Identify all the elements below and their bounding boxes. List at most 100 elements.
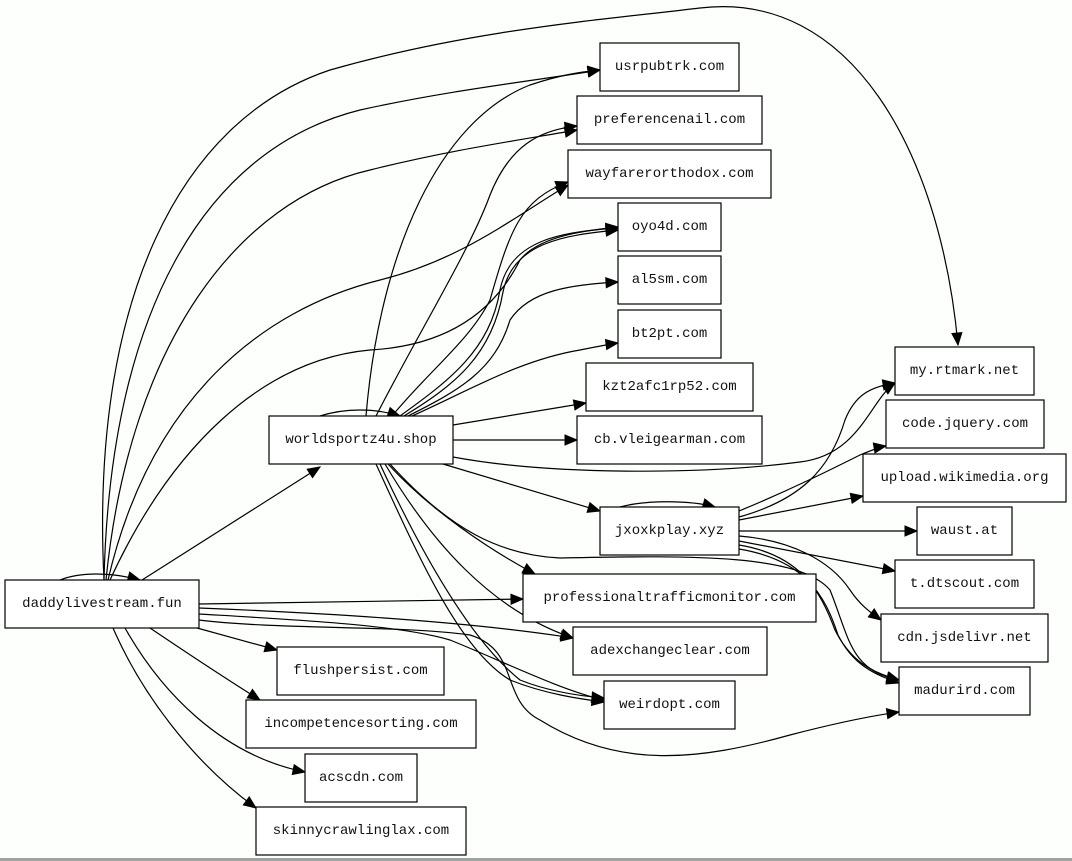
node-uploadwikimedia[interactable]: upload.wikimedia.org <box>862 453 1067 503</box>
node-box[interactable] <box>276 646 445 696</box>
node-wayfarerorthodox[interactable]: wayfarerorthodox.com <box>567 149 772 199</box>
edge-worldsportz4u-to-al5sm <box>407 277 620 417</box>
edge-worldsportz4u-to-kzt2afc1rp52 <box>452 399 588 426</box>
node-kzt2afc1rp52[interactable]: kzt2afc1rp52.com <box>585 362 754 412</box>
node-label: weirdopt.com <box>619 697 720 713</box>
edge-daddylivestream-to-oyo4d <box>109 222 620 581</box>
node-box[interactable] <box>585 362 754 412</box>
node-preferencenail[interactable]: preferencenail.com <box>576 95 763 145</box>
node-cdnjsdelivr[interactable]: cdn.jsdelivr.net <box>880 613 1049 663</box>
edge-line <box>107 184 569 581</box>
node-box[interactable] <box>617 255 722 305</box>
node-box[interactable] <box>599 506 740 556</box>
node-box[interactable] <box>898 666 1031 716</box>
node-myrtmark[interactable]: my.rtmark.net <box>894 346 1035 396</box>
arrowhead-icon <box>246 688 262 701</box>
node-oyo4d[interactable]: oyo4d.com <box>617 202 722 252</box>
node-skinnycrawlinglax[interactable]: skinnycrawlinglax.com <box>255 806 467 856</box>
node-bt2pt[interactable]: bt2pt.com <box>617 309 722 359</box>
edge-line <box>452 382 896 472</box>
node-waustat[interactable]: waust.at <box>916 506 1013 556</box>
node-jxoxkplay[interactable]: jxoxkplay.xyz <box>599 506 740 556</box>
node-box[interactable] <box>576 95 763 145</box>
node-label: preferencenail.com <box>594 112 745 128</box>
node-box[interactable] <box>268 415 454 465</box>
node-label: worldsportz4u.shop <box>285 432 436 448</box>
edge-line <box>738 535 882 621</box>
edge-line <box>389 463 900 681</box>
edge-line <box>387 463 536 575</box>
node-box[interactable] <box>576 415 763 465</box>
edge-worldsportz4u-to-weirdopt <box>375 463 606 707</box>
node-box[interactable] <box>255 806 467 856</box>
node-label: cdn.jsdelivr.net <box>897 630 1031 646</box>
node-weirdopt[interactable]: weirdopt.com <box>603 680 736 730</box>
bottom-divider <box>0 858 1072 861</box>
node-box[interactable] <box>862 453 1067 503</box>
node-box[interactable] <box>245 699 477 749</box>
edge-line <box>141 466 321 581</box>
edge-worldsportz4u-to-professionaltrafficmonitor <box>387 463 537 575</box>
edge-jxoxkplay-to-tdtscout <box>738 540 897 575</box>
node-box[interactable] <box>880 613 1049 663</box>
arrowhead-icon <box>564 434 579 446</box>
node-adexchangeclear[interactable]: adexchangeclear.com <box>572 626 768 676</box>
node-box[interactable] <box>572 626 768 676</box>
edge-jxoxkplay-to-waustat <box>739 525 919 537</box>
node-box[interactable] <box>304 753 418 803</box>
node-box[interactable] <box>894 346 1035 396</box>
node-box[interactable] <box>4 579 200 629</box>
edge-line <box>738 544 900 681</box>
node-acscdn[interactable]: acscdn.com <box>304 753 418 803</box>
edge-line <box>442 463 601 512</box>
edge-line <box>452 402 587 426</box>
node-box[interactable] <box>885 399 1045 449</box>
node-incompetencesorting[interactable]: incompetencesorting.com <box>245 699 477 749</box>
edge-worldsportz4u-to-oyo4d <box>403 225 620 417</box>
node-tdtscout[interactable]: t.dtscout.com <box>894 559 1035 609</box>
node-professionaltrafficmonitor[interactable]: professionaltrafficmonitor.com <box>522 573 817 623</box>
edge-line <box>738 540 896 572</box>
node-codejquery[interactable]: code.jquery.com <box>885 399 1045 449</box>
node-box[interactable] <box>567 149 772 199</box>
node-box[interactable] <box>603 680 736 730</box>
node-box[interactable] <box>522 573 817 623</box>
node-label: waust.at <box>931 523 998 539</box>
edge-line <box>149 627 261 701</box>
edge-line <box>399 227 619 417</box>
node-al5sm[interactable]: al5sm.com <box>617 255 722 305</box>
arrowhead-icon <box>881 562 897 575</box>
edge-line <box>124 627 306 773</box>
node-label: wayfarerorthodox.com <box>585 166 753 182</box>
arrowhead-icon <box>867 607 883 621</box>
edge-worldsportz4u-to-adexchangeclear <box>384 463 575 640</box>
edge-line <box>375 463 605 703</box>
nodes-layer: daddylivestream.fun worldsportz4u.shop jxo… <box>4 42 1067 856</box>
node-daddylivestream[interactable]: daddylivestream.fun <box>4 579 200 629</box>
edge-line <box>198 619 900 757</box>
arrowhead-icon <box>306 466 322 479</box>
node-flushpersist[interactable]: flushpersist.com <box>276 646 445 696</box>
arrowhead-icon <box>872 442 888 454</box>
node-label: madurird.com <box>914 683 1015 699</box>
node-box[interactable] <box>916 506 1013 556</box>
edge-line <box>365 69 601 417</box>
edge-line <box>407 281 619 417</box>
edge-daddylivestream-to-flushpersist <box>196 627 279 653</box>
node-madurird[interactable]: madurird.com <box>898 666 1031 716</box>
node-label: professionaltrafficmonitor.com <box>543 590 795 606</box>
node-box[interactable] <box>617 202 722 252</box>
node-cbvleigearman[interactable]: cb.vleigearman.com <box>576 415 763 465</box>
node-box[interactable] <box>599 42 740 92</box>
edge-jxoxkplay-to-cdnjsdelivr <box>738 535 883 621</box>
node-label: acscdn.com <box>319 770 403 786</box>
edge-line <box>105 129 578 581</box>
edge-worldsportz4u-to-bt2pt <box>411 338 620 417</box>
node-usrpubtrk[interactable]: usrpubtrk.com <box>599 42 740 92</box>
node-box[interactable] <box>894 559 1035 609</box>
arrowhead-icon <box>559 628 575 640</box>
node-box[interactable] <box>617 309 722 359</box>
node-worldsportz4u[interactable]: worldsportz4u.shop <box>268 415 454 465</box>
arrowhead-icon <box>885 673 901 685</box>
